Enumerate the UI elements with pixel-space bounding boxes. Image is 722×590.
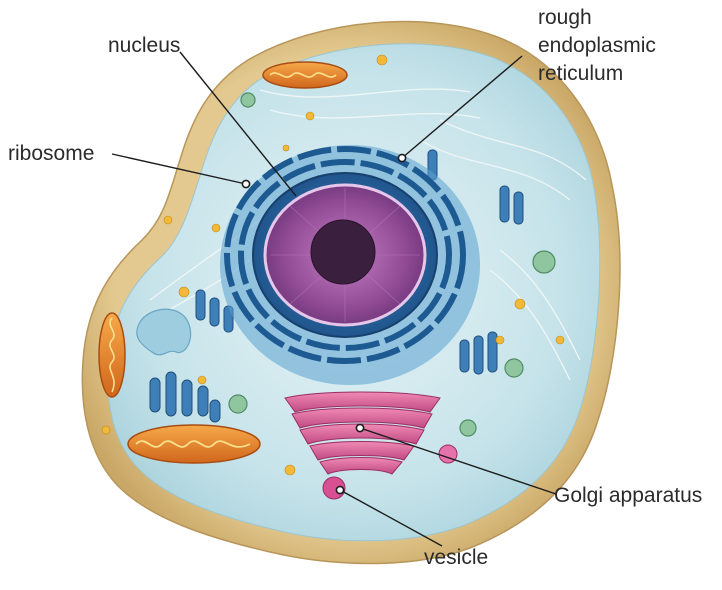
nucleolus bbox=[311, 220, 375, 284]
mitochondrion-bottom bbox=[128, 425, 260, 463]
label-golgi-apparatus: Golgi apparatus bbox=[554, 484, 702, 507]
label-nucleus: nucleus bbox=[108, 34, 180, 57]
mitochondrion-top bbox=[263, 62, 347, 88]
label-rough-er-line3: reticulum bbox=[538, 62, 623, 85]
label-rough-er-line1: rough bbox=[538, 6, 592, 29]
label-ribosome: ribosome bbox=[8, 142, 94, 165]
mitochondrion-left bbox=[99, 313, 125, 397]
label-vesicle: vesicle bbox=[424, 546, 488, 569]
label-rough-er-line2: endoplasmic bbox=[538, 34, 656, 57]
